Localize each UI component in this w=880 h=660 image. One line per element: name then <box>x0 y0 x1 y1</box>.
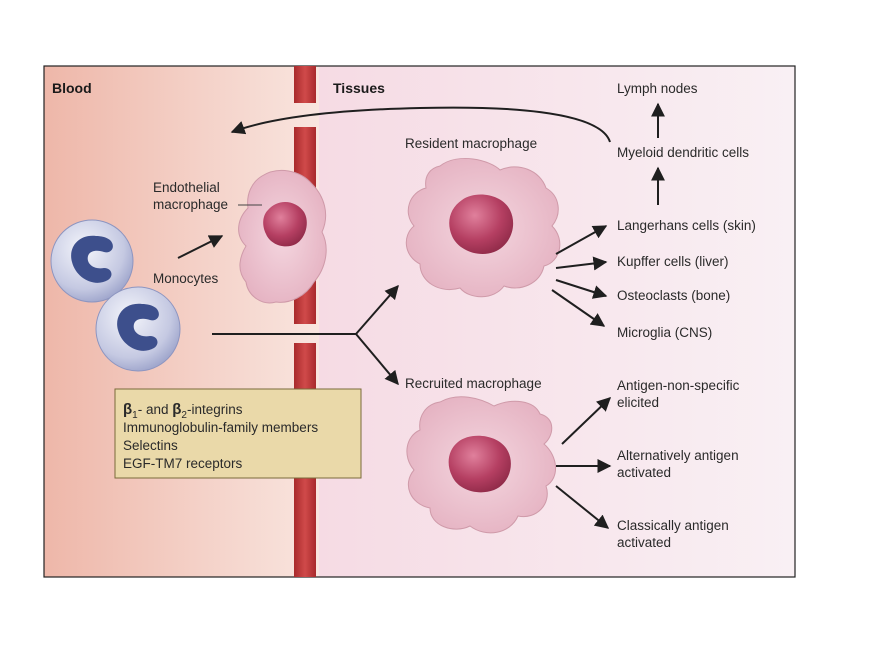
selectins-line: Selectins <box>123 438 178 453</box>
classical-label-line1: Classically antigen <box>617 518 729 533</box>
to-resident-arrow <box>355 284 399 335</box>
langerhans-label: Langerhans cells (skin) <box>617 218 756 233</box>
vessel-wall <box>294 66 316 577</box>
integrins-line: β1- and β2-integrins <box>123 401 243 421</box>
resident-to-kupffer-arrow <box>555 256 608 271</box>
alternative-label-line1: Alternatively antigen <box>617 448 739 463</box>
myeloid-dc-label: Myeloid dendritic cells <box>617 145 749 160</box>
osteoclasts-label: Osteoclasts (bone) <box>617 288 730 303</box>
monocyte-to-endothelial-arrow <box>177 235 224 259</box>
kupffer-label: Kupffer cells (liver) <box>617 254 729 269</box>
monocyte-nucleus-lower <box>117 303 159 351</box>
resident-nucleus <box>449 194 514 255</box>
blood-region <box>44 66 324 577</box>
blood-label: Blood <box>52 80 92 96</box>
to-recruited-arrow <box>355 333 399 386</box>
elicited-label-line2: elicited <box>617 395 659 410</box>
figure-frame <box>43 65 796 578</box>
resident-macrophage-label: Resident macrophage <box>405 136 537 151</box>
monocyte-upper <box>50 219 134 303</box>
recruited-to-elicited-arrow <box>561 397 612 445</box>
endothelial-nucleus <box>263 201 307 247</box>
monocyte-lower <box>95 286 181 372</box>
resident-to-langerhans-arrow <box>555 225 608 255</box>
tissue-region <box>319 66 795 577</box>
resident-to-osteoclasts-arrow <box>555 279 608 299</box>
monocytes-label: Monocytes <box>153 271 219 286</box>
lymph-nodes-label: Lymph nodes <box>617 81 698 96</box>
resident-to-microglia-arrow <box>551 289 606 327</box>
microglia-label: Microglia (CNS) <box>617 325 712 340</box>
return-arrow <box>230 106 611 143</box>
endothelial-label-line1: Endothelial <box>153 180 220 195</box>
endothelial-label-line2: macrophage <box>153 197 228 212</box>
elicited-label-line1: Antigen-non-specific <box>617 378 740 393</box>
classical-label-line2: activated <box>617 535 671 550</box>
monocyte-nucleus-upper <box>71 235 113 283</box>
egf-tm7-line: EGF-TM7 receptors <box>123 456 243 471</box>
tissues-label: Tissues <box>333 80 385 96</box>
recruited-macrophage-label: Recruited macrophage <box>405 376 542 391</box>
alternative-label-line2: activated <box>617 465 671 480</box>
immunoglobulin-line: Immunoglobulin-family members <box>123 420 318 435</box>
recruited-to-classical-arrow <box>555 485 610 529</box>
recruited-nucleus <box>448 435 511 493</box>
receptor-box <box>114 388 362 479</box>
